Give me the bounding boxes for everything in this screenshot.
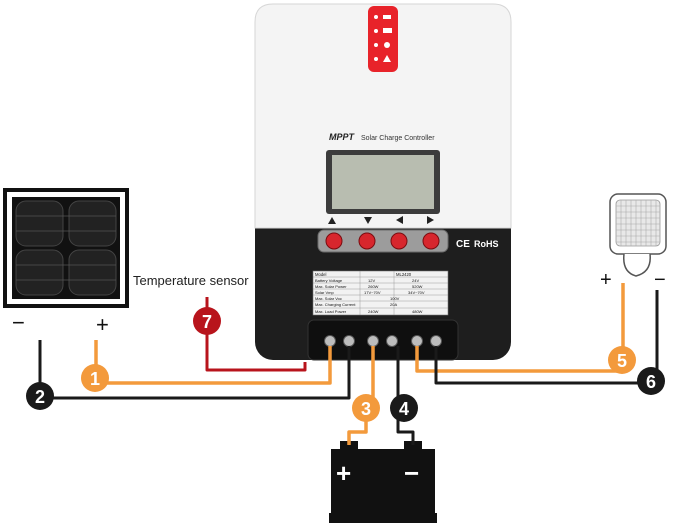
- spec-table: Model ML2420 Battery Voltage 12V 24V Max…: [312, 270, 449, 316]
- brand-label: MPPT: [329, 132, 356, 142]
- status-led-panel: [368, 6, 398, 72]
- status-led: [374, 15, 378, 19]
- marker-3: 3: [352, 394, 380, 422]
- wire-panel-positive: [94, 340, 332, 385]
- spec-cell: 34V~70V: [408, 290, 425, 295]
- lamp-minus-label: −: [654, 269, 666, 291]
- spec-cell: Max. Load Power: [315, 309, 347, 314]
- spec-cell: Max. Solar Power: [315, 284, 347, 289]
- controller-top-panel: [254, 3, 512, 229]
- marker-5: 5: [608, 346, 636, 374]
- solar-panel: − +: [3, 188, 129, 337]
- marker-number: 2: [35, 387, 45, 407]
- panel-minus-label: −: [12, 310, 25, 335]
- marker-number: 5: [617, 351, 627, 371]
- right-arrow-icon: [427, 216, 434, 224]
- spec-cell: 12V: [368, 278, 375, 283]
- spec-cell: Battery Voltage: [315, 278, 343, 283]
- temperature-sensor-label: Temperature sensor: [133, 273, 249, 288]
- load-lamp: + −: [600, 193, 667, 291]
- battery-status-icon: [383, 28, 392, 33]
- spec-cell: 480W: [412, 309, 423, 314]
- ce-mark: CE: [456, 239, 470, 250]
- wire-load-positive: [415, 283, 625, 373]
- status-led: [374, 43, 378, 47]
- spec-cell: Max. Charging Current: [315, 302, 356, 307]
- spec-cell: Max. Solar Voc: [315, 296, 342, 301]
- marker-number: 6: [646, 372, 656, 392]
- spec-header-cell: Model: [315, 272, 326, 277]
- spec-cell: 20A: [390, 302, 397, 307]
- marker-1: 1: [81, 364, 109, 392]
- marker-number: 3: [361, 399, 371, 419]
- spec-table-frame: [312, 270, 449, 316]
- down-arrow-icon: [364, 217, 372, 224]
- button-strip: [317, 229, 449, 253]
- spec-header-cell: ML2420: [396, 272, 412, 277]
- spec-cell: 17V~70V: [364, 290, 381, 295]
- spec-cell: 100V: [390, 296, 400, 301]
- spec-cell: Solar Vmp: [315, 290, 334, 295]
- battery-body: [331, 449, 435, 513]
- panel-plus-label: +: [96, 312, 109, 337]
- battery-base: [329, 513, 437, 523]
- status-led: [374, 57, 378, 61]
- load-status-icon: [384, 42, 390, 48]
- up-arrow-icon: [328, 217, 336, 224]
- spec-cell: 520W: [412, 284, 423, 289]
- battery-minus-label: −: [404, 458, 419, 488]
- wire-panel-negative: [38, 340, 351, 400]
- left-arrow-icon: [396, 216, 403, 224]
- warning-icon: [383, 55, 391, 62]
- marker-4: 4: [390, 394, 418, 422]
- battery-negative-post: [404, 441, 422, 450]
- wire-load-negative: [434, 290, 659, 385]
- charge-controller: MPPT Solar Charge Controller CE RoHS: [254, 3, 512, 361]
- marker-6: 6: [637, 367, 665, 395]
- battery-positive-post: [340, 441, 358, 450]
- left-button[interactable]: [390, 232, 408, 250]
- marker-number: 4: [399, 399, 409, 419]
- spec-cell: 240W: [368, 309, 379, 314]
- up-button[interactable]: [325, 232, 343, 250]
- spec-cell: 24V: [412, 278, 419, 283]
- lamp-neck: [623, 253, 651, 277]
- spec-cell: 260W: [368, 284, 379, 289]
- lcd-screen: [332, 155, 434, 209]
- solar-status-icon: [383, 15, 391, 19]
- wire-battery-negative: [396, 346, 415, 445]
- down-button[interactable]: [358, 232, 376, 250]
- controller-title: Solar Charge Controller: [361, 135, 435, 142]
- marker-2: 2: [26, 382, 54, 410]
- status-led: [374, 29, 378, 33]
- marker-number: 7: [202, 312, 212, 332]
- terminal-block: [307, 319, 459, 361]
- marker-7: 7: [193, 307, 221, 335]
- battery: + −: [329, 441, 437, 523]
- terminal-screws: [324, 335, 442, 347]
- lamp-plus-label: +: [600, 269, 612, 291]
- rohs-mark: RoHS: [474, 239, 499, 249]
- marker-number: 1: [90, 369, 100, 389]
- battery-plus-label: +: [336, 458, 351, 488]
- right-button[interactable]: [422, 232, 440, 250]
